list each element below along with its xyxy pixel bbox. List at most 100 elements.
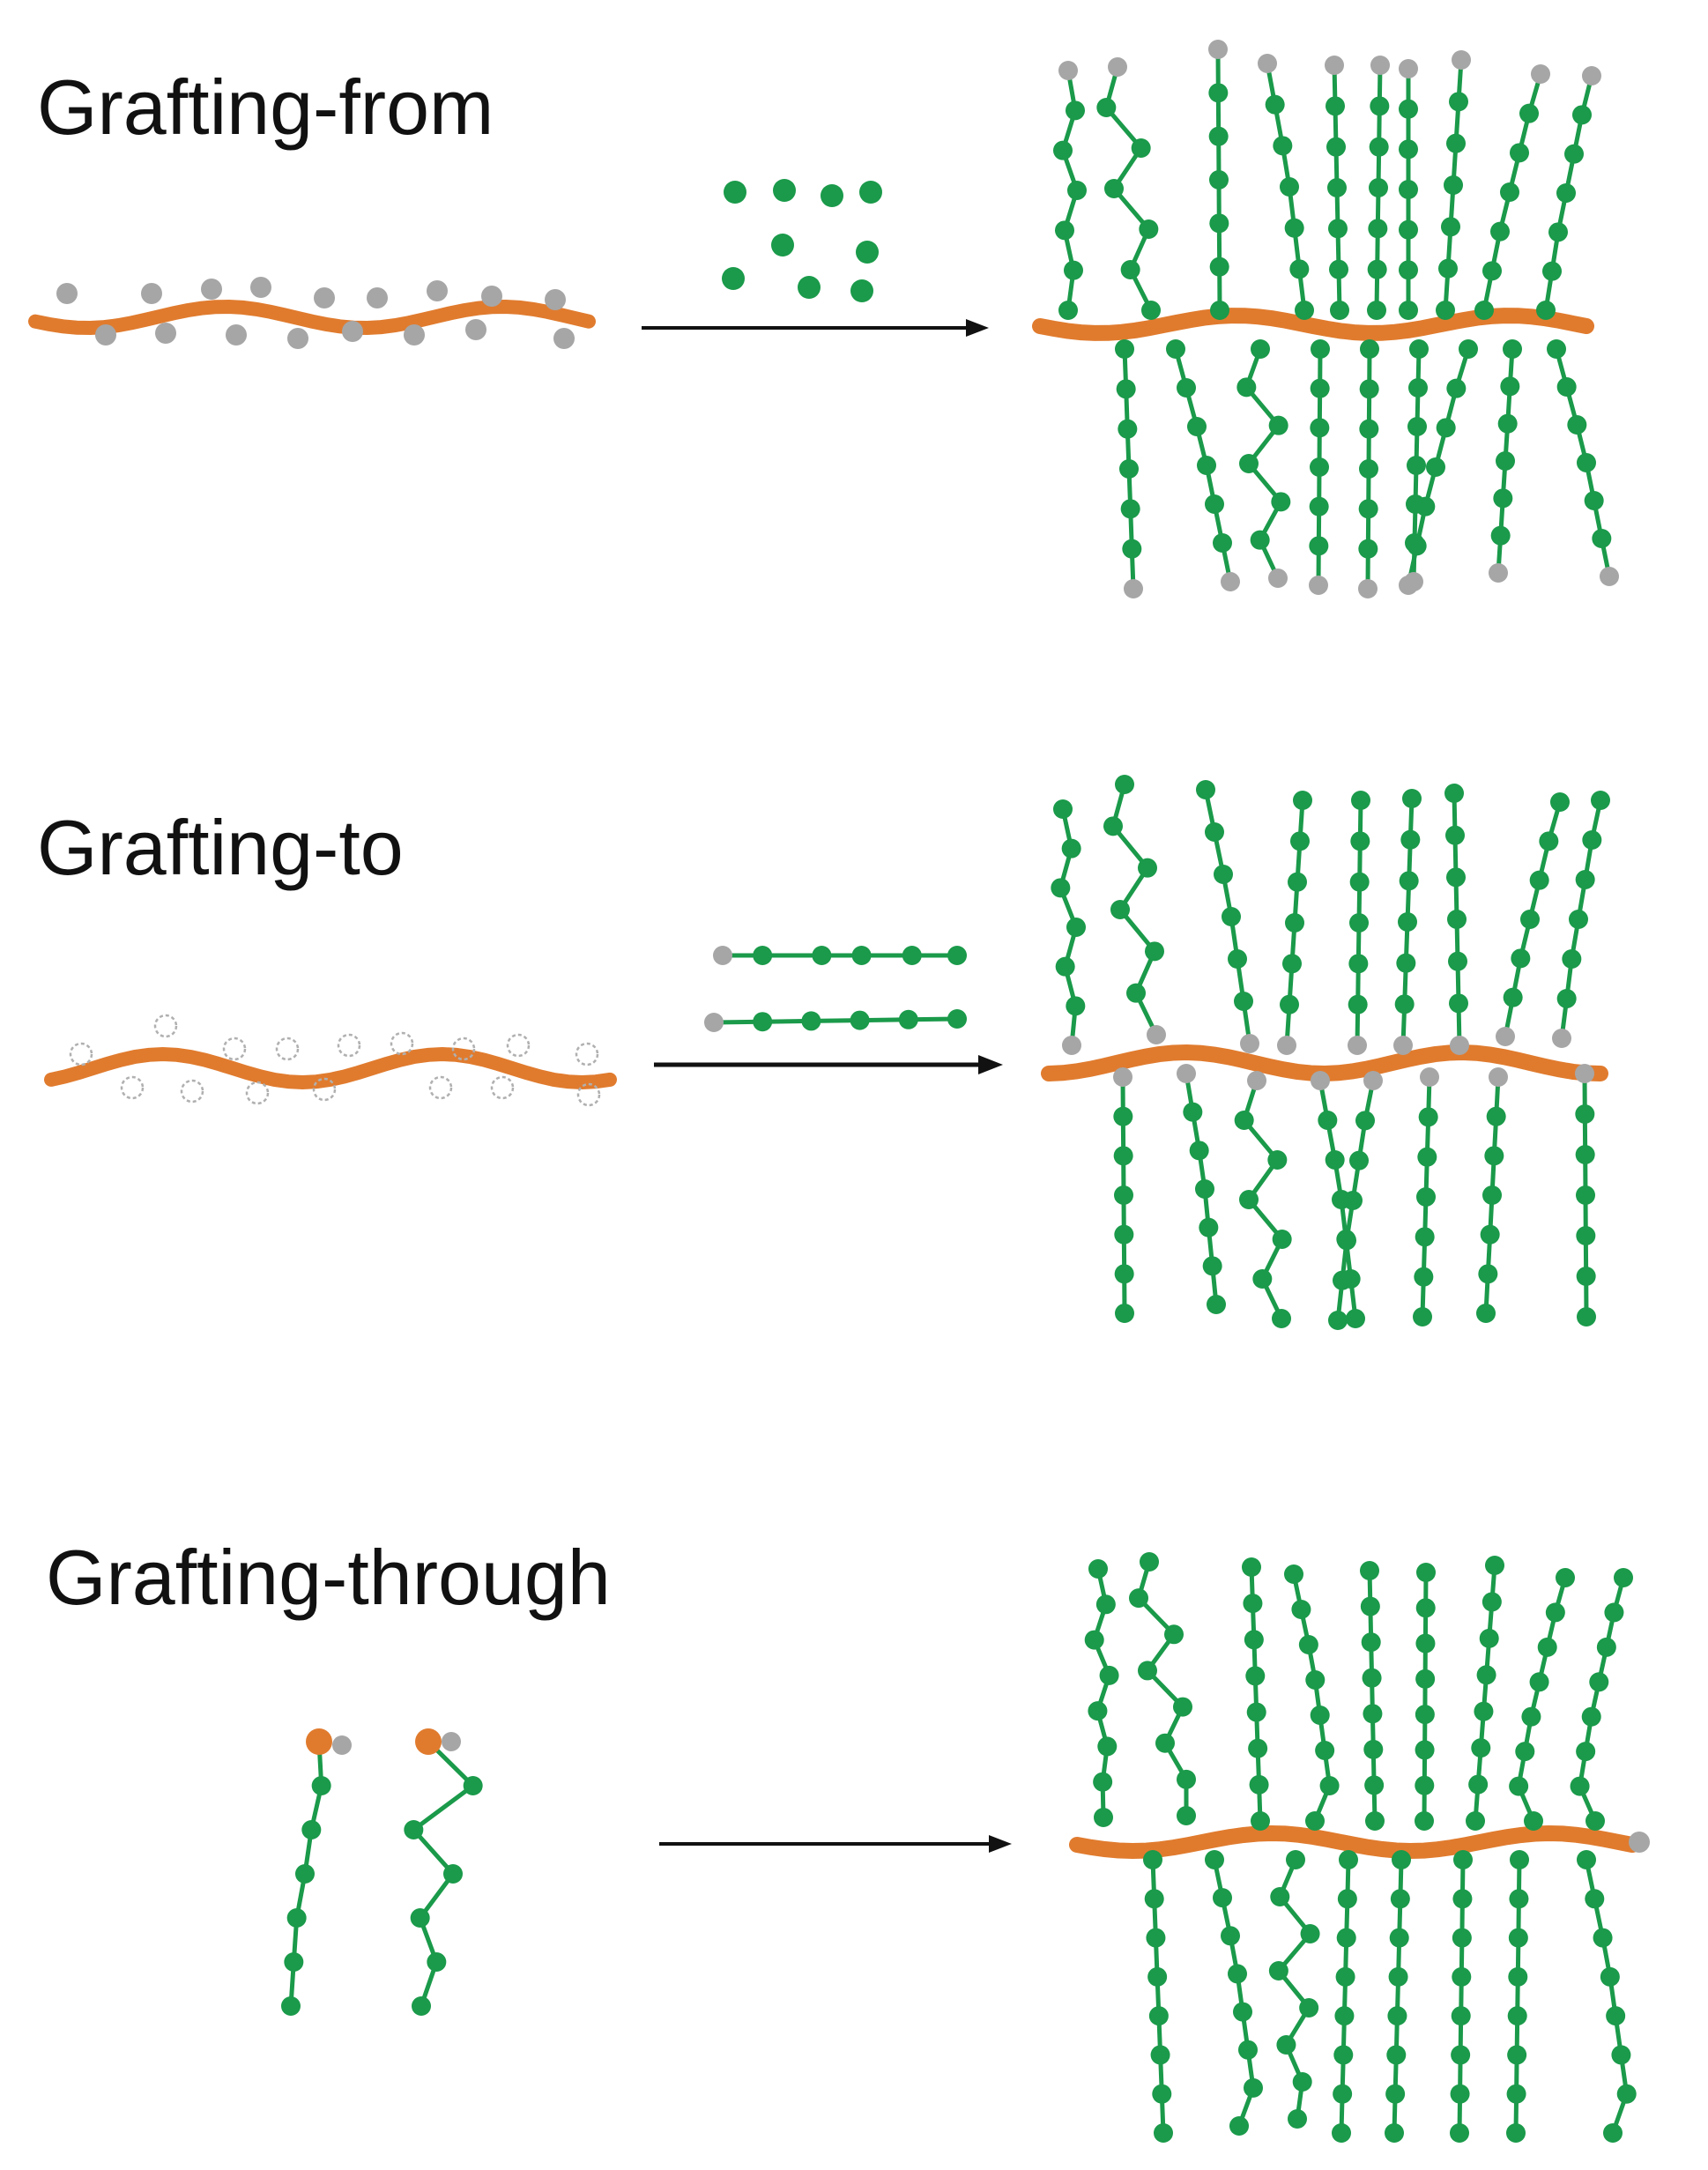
monomer-bead <box>1154 2123 1173 2143</box>
reactive-site <box>275 1037 300 1061</box>
monomer-bead <box>1177 1769 1196 1789</box>
reactive-site <box>506 1033 531 1058</box>
monomer-bead <box>1285 913 1304 933</box>
end-group <box>1258 54 1277 73</box>
monomer-bead <box>1113 1146 1133 1166</box>
monomer-bead <box>1288 2109 1307 2129</box>
monomer-bead <box>1358 539 1378 559</box>
reactive-site <box>451 1037 476 1061</box>
monomer-bead <box>753 946 773 965</box>
monomer-bead <box>1582 830 1602 850</box>
monomer-bead <box>1267 1150 1288 1170</box>
monomer-bead <box>1228 949 1247 969</box>
end-group <box>1325 56 1344 75</box>
monomer-bead <box>1067 181 1087 200</box>
monomer-bead <box>412 1996 431 2016</box>
monomer-bead <box>1409 339 1429 359</box>
initiator-site <box>314 287 335 308</box>
monomer-bead <box>1084 1630 1104 1650</box>
monomer-bead <box>1310 457 1329 477</box>
monomer-bead <box>1577 453 1596 472</box>
monomer-bead <box>1500 182 1519 202</box>
monomer-bead <box>1351 791 1370 810</box>
monomer-bead <box>1122 539 1142 559</box>
monomer-bead <box>1450 2084 1470 2104</box>
reactive-site <box>180 1079 204 1104</box>
monomer-bead <box>1126 983 1146 1003</box>
monomer-bead <box>1482 1592 1502 1612</box>
end-group <box>1452 50 1471 70</box>
monomer-bead <box>1450 2123 1469 2143</box>
monomer-bead <box>1500 376 1520 397</box>
monomer-bead <box>1507 2045 1527 2065</box>
monomer-bead <box>1436 418 1456 438</box>
monomer-bead <box>1141 301 1161 320</box>
end-group <box>1247 1071 1266 1090</box>
monomer-bead <box>1088 1701 1108 1721</box>
monomer-bead <box>1529 870 1549 890</box>
monomer-bead <box>801 1011 821 1031</box>
monomer-bead <box>1252 1269 1273 1289</box>
monomer-bead <box>1446 867 1466 888</box>
end-group <box>1393 1036 1413 1055</box>
reactive-site <box>69 1042 93 1066</box>
monomer-bead <box>1291 1600 1311 1619</box>
monomer-bead <box>1238 2040 1258 2060</box>
monomer-bead <box>1547 339 1566 359</box>
monomer-bead <box>1529 1672 1549 1692</box>
monomer-bead <box>1448 951 1467 971</box>
monomer-bead <box>1214 865 1233 884</box>
monomer-bead <box>1452 1928 1472 1948</box>
monomer-bead <box>1539 831 1559 851</box>
end-group <box>1177 1064 1196 1083</box>
monomer-bead <box>1614 1568 1633 1587</box>
reactive-site <box>153 1014 178 1038</box>
backbone-grafting-from <box>28 299 596 336</box>
monomer-bead <box>1337 1230 1356 1251</box>
monomer-bead <box>1367 259 1387 279</box>
monomer-bead <box>1348 994 1368 1014</box>
monomer-bead <box>1589 1672 1609 1692</box>
monomer-bead <box>1299 1998 1319 2018</box>
monomer-bead <box>1093 1772 1113 1792</box>
monomer-bead <box>1415 496 1436 516</box>
panel-title-grafting-to: Grafting-to <box>37 804 404 891</box>
monomer-bead <box>443 1864 463 1884</box>
monomer-bead <box>1359 379 1379 399</box>
monomer-bead <box>1415 1811 1434 1831</box>
free-monomer <box>773 179 796 202</box>
monomer-bead <box>1315 1741 1335 1760</box>
end-group <box>1311 1071 1330 1090</box>
monomer-bead <box>1616 2084 1637 2104</box>
initiator-site <box>427 280 448 301</box>
panel-title-grafting-through: Grafting-through <box>46 1534 611 1621</box>
monomer-bead <box>1120 499 1140 519</box>
monomer-bead <box>1094 1808 1113 1827</box>
polymerizable-group <box>415 1728 442 1755</box>
monomer-bead <box>1222 907 1241 926</box>
monomer-bead <box>1449 92 1468 112</box>
monomer-bead <box>1606 2006 1626 2026</box>
monomer-bead <box>1394 994 1415 1014</box>
monomer-bead <box>1209 256 1229 277</box>
monomer-bead <box>1503 339 1522 359</box>
monomer-bead <box>1293 791 1312 810</box>
monomer-bead <box>1265 94 1285 115</box>
monomer-bead <box>1503 987 1523 1007</box>
initiator-site <box>201 279 222 300</box>
monomer-bead <box>1335 1966 1355 1987</box>
monomer-bead <box>1585 1889 1605 1909</box>
monomer-bead <box>851 946 872 965</box>
end-group <box>1348 1036 1367 1055</box>
monomer-bead <box>1396 953 1416 973</box>
monomer-bead <box>1208 126 1229 146</box>
monomer-bead <box>1441 217 1460 237</box>
monomer-bead <box>1370 96 1390 116</box>
initiator-site <box>250 277 271 298</box>
monomer-bead <box>1148 2006 1169 2026</box>
monomer-bead <box>1417 1147 1437 1167</box>
end-group <box>1277 1036 1296 1055</box>
monomer-bead <box>1282 954 1302 974</box>
monomer-bead <box>1295 301 1314 320</box>
initiator-site <box>226 324 247 346</box>
